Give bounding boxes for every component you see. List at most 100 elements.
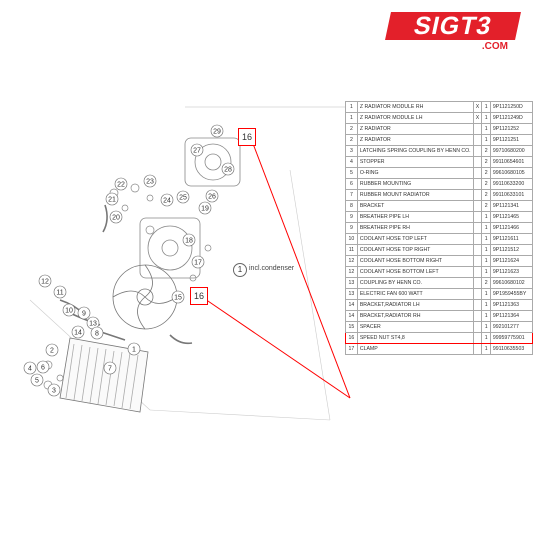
part-variant-mark xyxy=(472,189,483,201)
part-label: 25 xyxy=(179,195,187,202)
part-code: 9P1121341 xyxy=(489,200,533,212)
part-number: 14 xyxy=(345,310,358,322)
callout-part-16-top[interactable]: 16 xyxy=(238,128,256,146)
part-label-circle xyxy=(160,193,174,207)
part-quantity: 1 xyxy=(481,211,491,223)
part-code: 9P1121252 xyxy=(489,123,533,135)
part-number: 13 xyxy=(345,277,358,289)
part-label-circle xyxy=(114,177,128,191)
part-quantity: 1 xyxy=(481,112,491,124)
part-label: 21 xyxy=(108,197,116,204)
part-code: 99110633101 xyxy=(489,189,533,201)
part-variant-mark xyxy=(472,233,483,245)
part-label-circle xyxy=(23,361,37,375)
part-description: Z RADIATOR MODULE RH xyxy=(356,101,474,113)
brand-logo-domain: .COM xyxy=(481,41,508,52)
part-label-circle xyxy=(143,174,157,188)
part-quantity: 1 xyxy=(481,233,491,245)
part-number: 13 xyxy=(345,288,358,300)
part-label-circle xyxy=(182,233,196,247)
radiator-shroud-top xyxy=(184,137,241,187)
part-number: 6 xyxy=(345,178,358,190)
part-label-circle xyxy=(190,143,204,157)
part-quantity: 1 xyxy=(481,332,491,344)
part-quantity: 2 xyxy=(481,200,491,212)
part-code: 9P1121363 xyxy=(489,299,533,311)
part-description: COOLANT HOSE BOTTOM RIGHT xyxy=(356,255,474,267)
part-label-circle xyxy=(105,192,119,206)
part-number: 7 xyxy=(345,189,358,201)
part-label: 3 xyxy=(52,388,56,395)
callout-part-16-middle[interactable]: 16 xyxy=(190,287,208,305)
part-quantity: 1 xyxy=(481,288,491,300)
part-description: SPEED NUT ST4,8 xyxy=(356,332,474,344)
part-code: 9P1121465 xyxy=(489,211,533,223)
part-number: 12 xyxy=(345,266,358,278)
part-description: CLAMP xyxy=(356,343,474,355)
part-description: ELECTRIC FAN 600 WATT xyxy=(356,288,474,300)
part-quantity: 2 xyxy=(481,189,491,201)
part-variant-mark xyxy=(472,211,483,223)
electric-fan xyxy=(112,264,178,330)
part-label-circle xyxy=(171,290,185,304)
part-code: 9P1121611 xyxy=(489,233,533,245)
part-quantity: 1 xyxy=(481,310,491,322)
part-code: 9P1121249D xyxy=(489,112,533,124)
part-number: 9 xyxy=(345,211,358,223)
part-description: O-RING xyxy=(356,167,474,179)
part-number: 4 xyxy=(345,156,358,168)
part-label: 22 xyxy=(117,182,125,189)
part-quantity: 2 xyxy=(481,178,491,190)
note-number: 1 xyxy=(233,263,247,277)
part-quantity: 2 xyxy=(481,167,491,179)
part-label: 9 xyxy=(82,311,86,318)
part-variant-mark: X xyxy=(472,101,483,113)
part-number: 8 xyxy=(345,200,358,212)
part-variant-mark xyxy=(472,310,483,322)
part-label: 2 xyxy=(50,348,54,355)
part-number: 17 xyxy=(345,343,358,355)
part-quantity: 1 xyxy=(481,255,491,267)
part-label-circle xyxy=(38,274,52,288)
note-text: incl.condenser xyxy=(249,265,295,272)
part-label: 4 xyxy=(28,366,32,373)
part-label: 19 xyxy=(201,206,209,213)
part-label: 17 xyxy=(194,260,202,267)
part-number: 3 xyxy=(345,145,358,157)
part-description: BRACKET,RADIATOR LH xyxy=(356,299,474,311)
part-label-circle xyxy=(90,326,104,340)
part-variant-mark xyxy=(472,277,483,289)
part-variant-mark xyxy=(472,321,483,333)
part-code: 9P1121623 xyxy=(489,266,533,278)
part-label-circle xyxy=(53,285,67,299)
part-number: 2 xyxy=(345,123,358,135)
part-label-circle xyxy=(77,306,91,320)
part-variant-mark xyxy=(472,266,483,278)
part-number: 10 xyxy=(345,233,358,245)
part-description: Z RADIATOR xyxy=(356,134,474,146)
part-variant-mark xyxy=(472,123,483,135)
